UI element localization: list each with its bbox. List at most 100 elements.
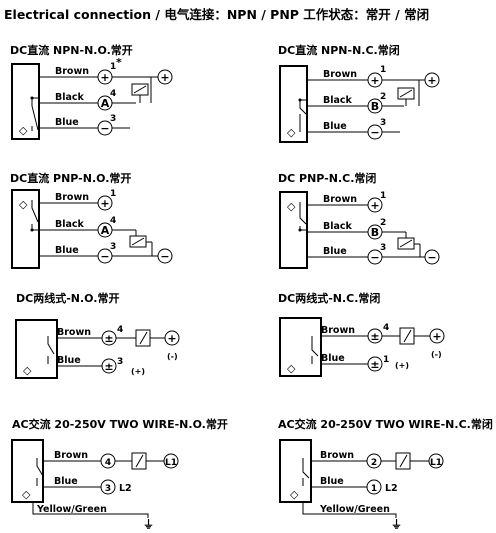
sensor-symbol-icon: ◇ <box>290 488 299 501</box>
wire-label-blue: Blue <box>321 353 345 364</box>
supply-terminal <box>164 330 180 346</box>
relay-diagonal-icon <box>399 89 413 98</box>
pin-number-3: 3 <box>110 114 116 124</box>
pin-number-3: 3 <box>105 484 111 494</box>
pin-number-3: 3 <box>110 242 116 252</box>
pin-number-4: 4 <box>110 216 116 226</box>
diagram-heading: DC两线式-N.O.常开 <box>16 291 119 305</box>
switch-contact-icon <box>31 200 39 231</box>
diagram-heading: DC PNP-N.C.常闭 <box>278 171 376 185</box>
pin-number-3: 3 <box>117 357 123 367</box>
wire-label-ground: Yellow/Green <box>319 504 390 515</box>
supply-label-l2: L2 <box>119 483 132 494</box>
diagram-heading: DC直流 NPN-N.C.常闭 <box>278 43 400 57</box>
diagram-dc-2wire-no: DC两线式-N.O.常开 ◇ Brown Blue ± ± 4 3 + (-) … <box>15 291 180 379</box>
terminal-1-symbol: ± <box>370 358 379 371</box>
polarity-label-positive: (+) <box>131 367 145 376</box>
diagram-heading: DC直流 NPN-N.O.常开 <box>10 43 133 57</box>
wire-label-brown: Brown <box>54 450 88 461</box>
terminal-2-symbol: B <box>371 226 379 239</box>
terminal-4-symbol: ± <box>104 332 113 345</box>
supply-label-l2: L2 <box>385 483 398 494</box>
switch-node-icon <box>298 228 302 232</box>
terminal-2-symbol: B <box>371 100 379 113</box>
terminal-3-symbol: − <box>100 122 109 135</box>
terminal-1-symbol: + <box>370 74 379 87</box>
diagram-dc-pnp-no: DC直流 PNP-N.O.常开 ◇ Brown Black Blue + A −… <box>10 171 173 269</box>
terminal-3-symbol: − <box>370 126 379 139</box>
switch-contact-icon <box>36 458 44 486</box>
wire-label-blue: Blue <box>320 476 344 487</box>
supply-symbol: + <box>160 71 169 84</box>
page-title: Electrical connection / 电气连接：NPN / PNP 工… <box>4 7 430 22</box>
terminal-3-symbol: ± <box>104 360 113 373</box>
diagram-ac-2wire-no: AC交流 20-250V TWO WIRE-N.O.常开 ◇ Brown Blu… <box>11 417 228 531</box>
supply-terminal <box>424 72 440 88</box>
polarity-label-negative: (-) <box>167 352 178 361</box>
diagram-dc-pnp-nc: DC PNP-N.C.常闭 ◇ Brown Black Blue + B − 1… <box>278 171 440 269</box>
terminal-3 <box>101 358 117 374</box>
sensor-symbol-icon: ◇ <box>287 200 296 213</box>
pin-number-2: 2 <box>371 458 377 468</box>
terminal-3-symbol: − <box>370 251 379 264</box>
pin-number-4: 4 <box>110 89 116 99</box>
pin-number-2: 2 <box>380 92 386 102</box>
pin-number-3: 3 <box>380 243 386 253</box>
terminal-4-symbol: A <box>101 224 110 237</box>
supply-terminal <box>429 328 445 344</box>
sensor-symbol-icon: ◇ <box>19 124 28 137</box>
diagram-heading: DC两线式-N.C.常闭 <box>278 291 380 305</box>
terminal-1 <box>366 479 382 495</box>
pin-number-4: 4 <box>383 323 389 333</box>
sensor-body <box>279 65 308 143</box>
diagram-dc-npn-nc: DC直流 NPN-N.C.常闭 ◇ Brown Black Blue + B −… <box>278 43 440 143</box>
switch-contact-icon <box>302 458 310 486</box>
relay-diagonal-icon <box>139 331 148 345</box>
terminal-1-symbol: + <box>100 71 109 84</box>
terminal-4-symbol: ± <box>370 330 379 343</box>
switch-contact-icon <box>311 336 319 364</box>
supply-terminal-l1 <box>163 453 179 469</box>
terminal-1 <box>367 356 383 372</box>
switch-contact-icon <box>47 336 55 364</box>
relay-diagonal-icon <box>403 329 412 343</box>
star-mark: * <box>116 56 122 69</box>
wire-label-blue: Blue <box>54 476 78 487</box>
switch-node-icon <box>30 228 34 232</box>
ground-icon: ⏚ <box>143 518 154 531</box>
terminal-4-symbol: A <box>101 97 110 110</box>
diagram-dc-2wire-nc: DC两线式-N.C.常闭 ◇ Brown Blue ± ± 4 1 + (-) … <box>278 291 445 377</box>
supply-terminal <box>157 69 173 85</box>
sensor-body <box>279 317 322 377</box>
pin-number-1: 1 <box>110 62 116 72</box>
pin-number-1: 1 <box>380 65 386 75</box>
relay-diagonal-icon <box>399 239 413 248</box>
relay-diagonal-icon <box>399 454 408 468</box>
sensor-body <box>279 439 312 503</box>
switch-contact-icon <box>299 99 307 132</box>
switch-contact-icon <box>299 202 307 231</box>
diagram-heading: AC交流 20-250V TWO WIRE-N.O.常开 <box>12 417 228 431</box>
wire-ground <box>32 502 149 518</box>
supply-symbol: + <box>427 74 436 87</box>
relay-diagonal-icon <box>133 85 147 94</box>
diagram-dc-npn-no: DC直流 NPN-N.O.常开 ◇ Brown Black Blue + A −… <box>10 43 173 140</box>
diagram-heading: AC交流 20-250V TWO WIRE-N.C.常闭 <box>278 417 493 431</box>
pin-number-4: 4 <box>105 458 111 468</box>
diagram-heading: DC直流 PNP-N.O.常开 <box>10 171 131 185</box>
sensor-symbol-icon: ◇ <box>287 362 296 375</box>
sensor-body <box>11 63 40 140</box>
pin-number-3: 3 <box>380 118 386 128</box>
wire-label-brown: Brown <box>323 69 357 80</box>
sensor-symbol-icon: ◇ <box>287 126 296 139</box>
wire-label-brown: Brown <box>320 450 354 461</box>
pin-number-1: 1 <box>110 189 116 199</box>
relay-diagonal-icon <box>131 237 145 246</box>
sensor-body <box>11 439 44 503</box>
polarity-label-positive: (+) <box>395 361 409 370</box>
sensor-symbol-icon: ◇ <box>22 488 31 501</box>
switch-contact-icon <box>31 97 39 131</box>
wire-label-brown: Brown <box>55 192 89 203</box>
pin-number-4: 4 <box>117 325 123 335</box>
